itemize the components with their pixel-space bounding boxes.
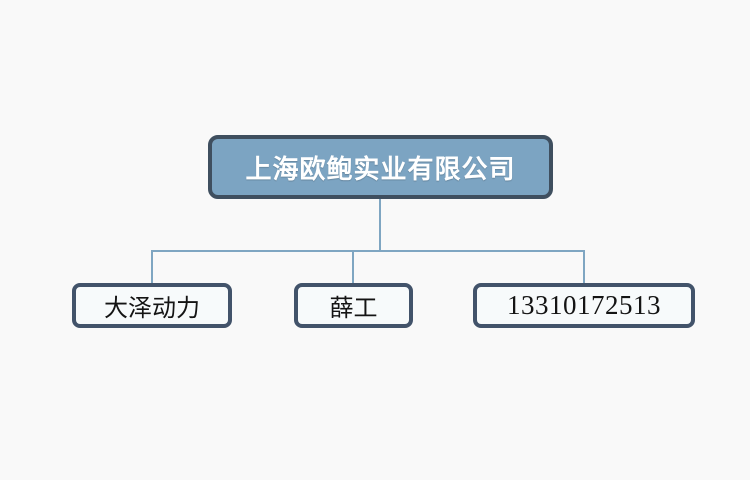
child-node-label: 大泽动力 bbox=[104, 295, 200, 322]
root-node-company[interactable]: 上海欧鲍实业有限公司 bbox=[208, 135, 553, 199]
child-node-label: 13310172513 bbox=[507, 290, 661, 320]
child-node-label: 薛工 bbox=[329, 295, 378, 322]
root-node-label: 上海欧鲍实业有限公司 bbox=[245, 153, 516, 184]
child-node-xuegong[interactable]: 薛工 bbox=[294, 283, 413, 328]
child-node-dazedongli[interactable]: 大泽动力 bbox=[72, 283, 232, 328]
child-node-phone-number[interactable]: 13310172513 bbox=[473, 283, 695, 328]
